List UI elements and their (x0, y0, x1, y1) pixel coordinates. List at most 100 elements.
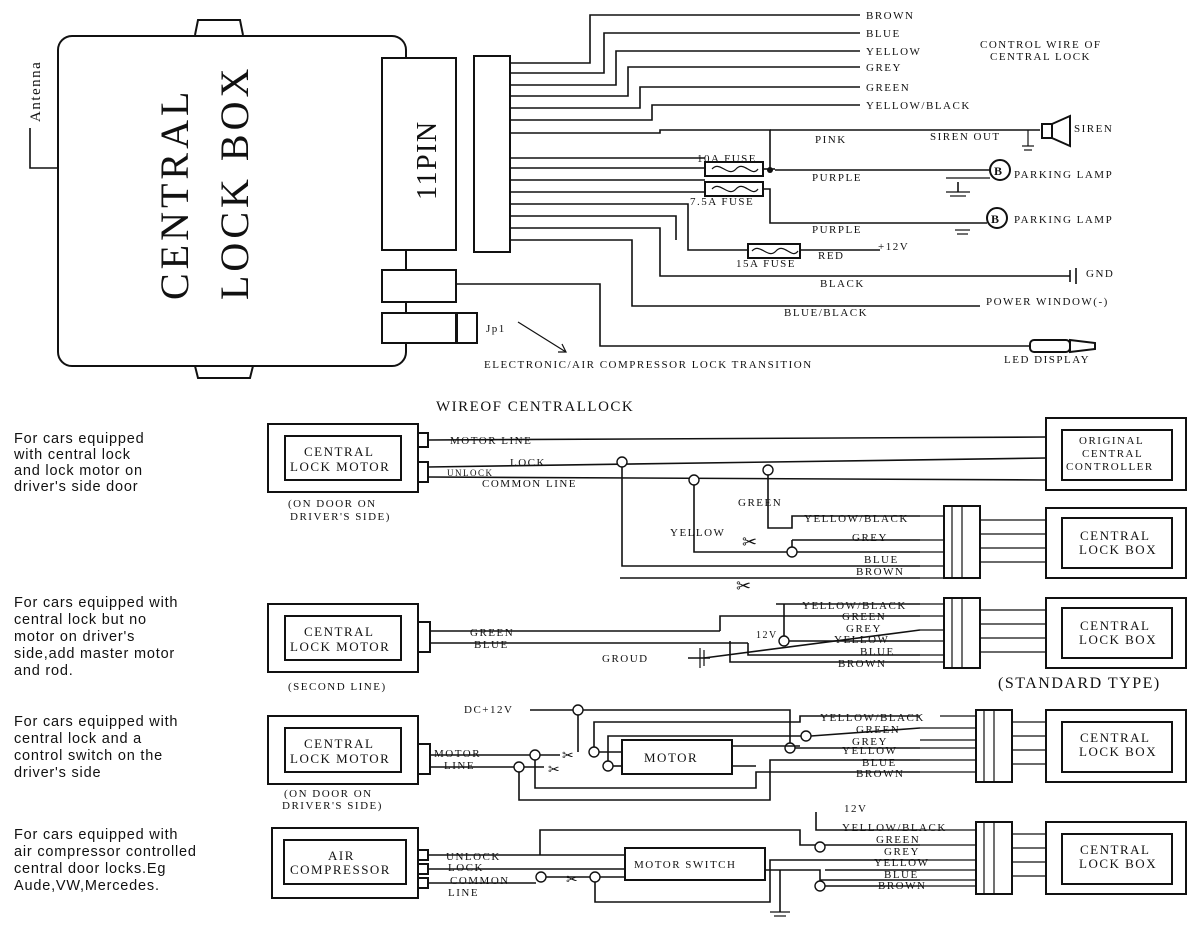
svg-text:CENTRAL: CENTRAL (1082, 448, 1143, 460)
svg-text:GREEN: GREEN (470, 627, 514, 639)
svg-text:YELLOW: YELLOW (834, 634, 889, 646)
svg-text:For cars equipped: For cars equipped (14, 431, 144, 447)
svg-text:with central lock: with central lock (13, 447, 131, 463)
svg-text:YELLOW/BLACK: YELLOW/BLACK (866, 100, 971, 112)
top-labels: BROWN BLUE YELLOW GREY GREEN YELLOW/BLAC… (484, 10, 1114, 371)
svg-text:BROWN: BROWN (866, 10, 914, 22)
svg-text:Aude,VW,Mercedes.: Aude,VW,Mercedes. (14, 878, 160, 894)
svg-text:central lock and a: central lock and a (14, 731, 142, 747)
svg-text:CENTRAL: CENTRAL (1080, 528, 1150, 543)
svg-text:COMPRESSOR: COMPRESSOR (290, 862, 391, 877)
svg-text:7.5A FUSE: 7.5A FUSE (690, 196, 754, 208)
svg-text:DC+12V: DC+12V (464, 704, 513, 716)
svg-text:and lock motor on: and lock motor on (14, 463, 143, 479)
svg-text:BLUE/BLACK: BLUE/BLACK (784, 307, 868, 319)
svg-text:YELLOW: YELLOW (866, 46, 921, 58)
svg-text:CENTRAL: CENTRAL (1080, 618, 1150, 633)
svg-text:CONTROLLER: CONTROLLER (1066, 461, 1154, 473)
svg-text:RED: RED (818, 250, 845, 262)
svg-text:YELLOW/BLACK: YELLOW/BLACK (802, 600, 907, 612)
svg-text:BROWN: BROWN (878, 880, 926, 892)
svg-text:MOTOR SWITCH: MOTOR SWITCH (634, 859, 736, 871)
svg-text:BLUE: BLUE (884, 869, 919, 881)
svg-text:LOCK MOTOR: LOCK MOTOR (290, 639, 390, 654)
top-wires: B B (456, 14, 1096, 354)
svg-text:LOCK BOX: LOCK BOX (1079, 632, 1157, 647)
svg-text:central lock but no: central lock but no (14, 612, 147, 628)
svg-text:LED DISPLAY: LED DISPLAY (1004, 354, 1090, 366)
svg-text:LOCK BOX: LOCK BOX (1079, 856, 1157, 871)
svg-text:GND: GND (1086, 268, 1114, 280)
antenna: Antenna (28, 61, 58, 169)
svg-text:CENTRAL: CENTRAL (304, 624, 374, 639)
svg-text:control switch on the: control switch on the (14, 748, 163, 764)
standard-type-label: (STANDARD TYPE) (998, 675, 1161, 692)
svg-text:DRIVER'S SIDE): DRIVER'S SIDE) (282, 800, 383, 812)
svg-text:CENTRAL: CENTRAL (304, 736, 374, 751)
scissors-icon-3: ✂ (548, 763, 561, 778)
svg-text:UNLOCK: UNLOCK (446, 851, 501, 863)
svg-text:GREY: GREY (866, 62, 902, 74)
svg-text:CENTRAL: CENTRAL (152, 88, 197, 300)
svg-text:12V: 12V (756, 630, 778, 641)
svg-text:B: B (994, 164, 1004, 178)
svg-text:YELLOW/BLACK: YELLOW/BLACK (842, 822, 947, 834)
svg-text:GREEN: GREEN (738, 497, 782, 509)
svg-text:CONTROL WIRE OF: CONTROL WIRE OF (980, 39, 1102, 51)
svg-text:+12V: +12V (878, 241, 909, 253)
svg-text:MOTOR: MOTOR (644, 750, 698, 765)
svg-text:central door locks.Eg: central door locks.Eg (14, 861, 166, 877)
svg-text:YELLOW: YELLOW (842, 745, 897, 757)
svg-text:BROWN: BROWN (856, 768, 904, 780)
svg-text:driver's side door: driver's side door (14, 479, 138, 495)
svg-text:YELLOW/BLACK: YELLOW/BLACK (804, 513, 909, 525)
svg-text:BLACK: BLACK (820, 278, 865, 290)
svg-text:GREEN: GREEN (866, 82, 910, 94)
scenario-1: For cars equipped with central lock and … (13, 417, 1187, 596)
svg-text:10A FUSE: 10A FUSE (697, 153, 757, 165)
svg-text:GREY: GREY (852, 736, 888, 748)
svg-text:POWER WINDOW(-): POWER WINDOW(-) (986, 296, 1109, 308)
svg-text:air compressor controlled: air compressor controlled (14, 844, 197, 860)
central-lock-box-main: CENTRAL LOCK BOX 11PIN (57, 19, 478, 379)
svg-text:SIREN: SIREN (1074, 123, 1113, 135)
svg-text:MOTOR: MOTOR (434, 748, 481, 760)
scissors-icon: ✂ (742, 532, 759, 552)
svg-text:B: B (991, 212, 1001, 226)
svg-text:GROUD: GROUD (602, 653, 649, 665)
svg-text:SIREN OUT: SIREN OUT (930, 131, 1001, 143)
section-title: WIREOF CENTRALLOCK (436, 399, 634, 415)
svg-text:BROWN: BROWN (838, 658, 886, 670)
svg-text:motor on driver's: motor on driver's (14, 629, 135, 645)
svg-text:PARKING LAMP: PARKING LAMP (1014, 214, 1113, 226)
svg-text:CENTRAL: CENTRAL (1080, 730, 1150, 745)
svg-text:LOCK BOX: LOCK BOX (1079, 542, 1157, 557)
svg-text:For cars equipped with: For cars equipped with (14, 827, 178, 843)
svg-text:AIR: AIR (328, 848, 355, 863)
svg-text:(SECOND LINE): (SECOND LINE) (288, 681, 387, 693)
svg-text:BLUE: BLUE (860, 646, 895, 658)
svg-text:11PIN: 11PIN (412, 120, 443, 200)
svg-text:LOCK BOX: LOCK BOX (212, 65, 257, 300)
svg-text:Jp1: Jp1 (486, 323, 506, 335)
svg-text:PARKING LAMP: PARKING LAMP (1014, 169, 1113, 181)
svg-text:BLUE: BLUE (866, 28, 901, 40)
scenario-3: For cars equipped with central lock and … (14, 704, 1187, 812)
svg-text:driver's side: driver's side (14, 765, 101, 781)
svg-text:BLUE: BLUE (864, 554, 899, 566)
svg-text:GREEN: GREEN (876, 834, 920, 846)
svg-text:MOTOR LINE: MOTOR LINE (450, 435, 532, 447)
svg-text:For cars equipped with: For cars equipped with (14, 595, 178, 611)
harness-connector (473, 55, 511, 253)
scissors-icon-2: ✂ (736, 576, 753, 596)
svg-text:LOCK: LOCK (448, 862, 484, 874)
svg-text:LOCK: LOCK (510, 457, 546, 469)
svg-text:12V: 12V (844, 803, 867, 815)
svg-text:LINE: LINE (448, 887, 479, 899)
svg-text:PINK: PINK (815, 134, 847, 146)
svg-text:ORIGINAL: ORIGINAL (1079, 435, 1144, 447)
svg-text:LOCK MOTOR: LOCK MOTOR (290, 459, 390, 474)
svg-text:CENTRAL: CENTRAL (304, 444, 374, 459)
svg-text:COMMON LINE: COMMON LINE (482, 478, 577, 490)
